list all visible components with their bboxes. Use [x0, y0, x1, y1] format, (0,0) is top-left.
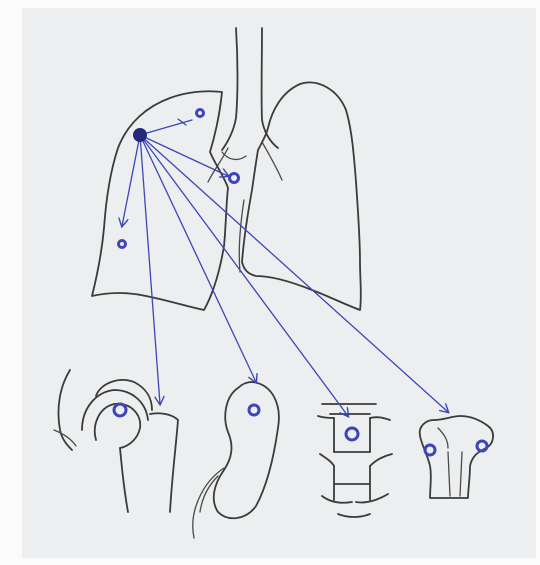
paper-background [22, 8, 536, 558]
primary-tumor-dot [133, 128, 147, 142]
